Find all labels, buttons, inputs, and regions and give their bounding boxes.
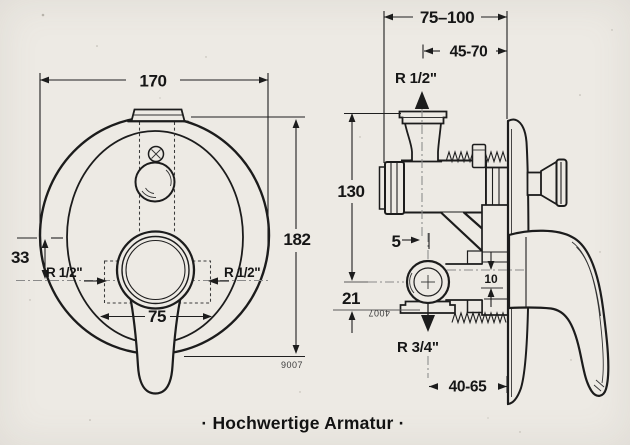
port-callouts: R 1/2" R 1/2" <box>46 265 261 285</box>
port-right-label: R 1/2" <box>224 265 260 280</box>
dim-height-130: 130 <box>337 112 401 283</box>
port-top-callout: R 1/2" <box>395 70 437 109</box>
side-view: 75–100 45-70 R 1/2" 130 <box>333 8 610 406</box>
front-view: 170 182 9007 33 R 1/2" R <box>11 72 311 395</box>
dim-offset-small-label: 5 <box>391 232 400 251</box>
diverter-knob <box>134 161 176 203</box>
dim-height-label: 182 <box>283 230 310 249</box>
dim-offset-5: 5 <box>391 232 430 251</box>
lever-handle-side <box>507 229 610 397</box>
front-view-dimensions: 170 182 9007 33 R 1/2" R <box>11 72 311 371</box>
caption: · Hochwertige Armatur · <box>201 413 405 433</box>
side-view-part <box>368 108 610 406</box>
port-bottom-label: R 3/4" <box>397 339 439 356</box>
valve-body <box>401 159 487 214</box>
dim-recess-45-70: 45-70 <box>422 44 507 61</box>
dim-spacing-label: 75 <box>148 307 166 326</box>
mounting-thread <box>445 143 507 169</box>
side-part-code: 4007 <box>368 308 390 318</box>
ribbed-cap <box>378 161 405 215</box>
port-top-label: R 1/2" <box>395 70 437 87</box>
port-bottom-callout: R 3/4" <box>397 303 439 356</box>
paper-speckles <box>29 13 613 433</box>
front-view-part <box>16 108 271 395</box>
dim-plate-10: 10 <box>481 252 503 307</box>
dim-height-upper-label: 130 <box>337 182 364 201</box>
diverter-knob-side <box>526 158 568 207</box>
dim-depth-75-100: 75–100 <box>383 8 508 163</box>
spindle-pipe <box>485 166 509 207</box>
clamp-tab <box>471 143 487 169</box>
dim-plate-label: 10 <box>484 272 498 286</box>
dim-depth-label: 75–100 <box>420 8 474 27</box>
lower-thread <box>451 311 507 325</box>
dim-height-lower-label: 21 <box>342 289 360 308</box>
side-view-dimensions: 75–100 45-70 R 1/2" 130 <box>333 8 508 396</box>
screw-icon <box>147 145 165 163</box>
dim-height-21: 21 4007 <box>333 289 420 333</box>
dim-width-label: 170 <box>139 72 166 91</box>
dim-offset-33: 33 <box>11 237 63 279</box>
top-outlet <box>398 110 448 163</box>
dim-offset-label: 33 <box>11 248 29 267</box>
handle-ring <box>115 230 196 310</box>
port-left-label: R 1/2" <box>46 265 82 280</box>
dim-handle-40-65: 40-65 <box>429 376 508 396</box>
dim-spacing-75: 75 <box>100 307 212 326</box>
dim-handle-label: 40-65 <box>449 379 487 396</box>
dim-width-170: 170 <box>39 72 269 253</box>
dim-recess-label: 45-70 <box>450 44 488 61</box>
top-cap <box>127 108 189 123</box>
front-part-code: 9007 <box>281 360 303 370</box>
dim-height-182: 182 9007 <box>184 116 311 370</box>
lever-handle-front <box>128 291 183 395</box>
